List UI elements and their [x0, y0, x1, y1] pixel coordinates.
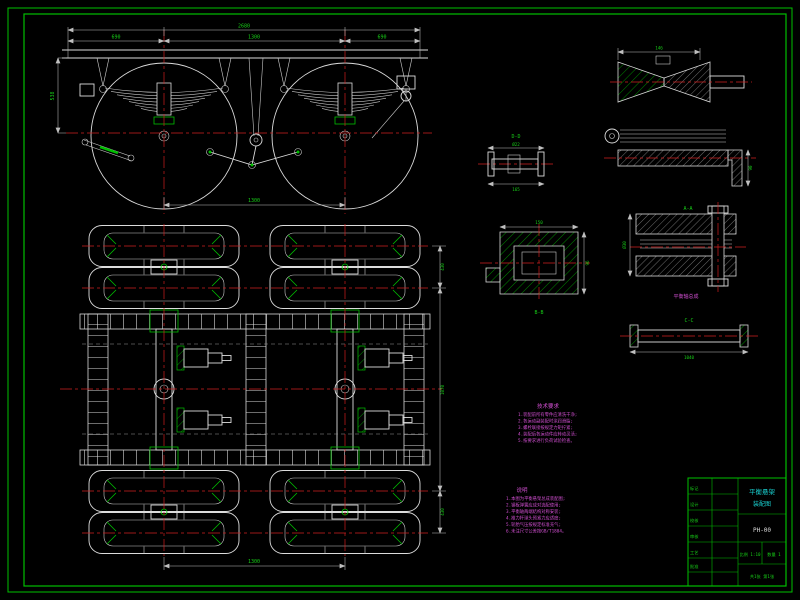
note-line: 6.未注尺寸公差按GB/T1804。 [506, 528, 566, 535]
dim-text: 1070 [440, 384, 445, 395]
note-line: 4.装配后各运动件应转动灵活; [518, 431, 577, 438]
note-line: 2.各运动副装配时涂润滑脂; [518, 418, 573, 425]
dim-text: 430 [440, 263, 445, 271]
brake-chamber [176, 407, 232, 433]
qty-cell: 数量 1 [767, 551, 781, 558]
cross-member-1 [87, 313, 109, 466]
notes-title: 技术要求 [537, 402, 560, 410]
dim-text: 165 [512, 187, 520, 192]
cross-member-3 [403, 313, 425, 466]
equalizer-hanger [248, 57, 264, 137]
dim-text: 90 [748, 165, 753, 171]
title-row-label: 校核 [690, 517, 699, 524]
drawing-number: PH-00 [753, 527, 771, 534]
title-row-label: 工艺 [690, 550, 698, 555]
dim-text: 1300 [248, 198, 260, 204]
section-label: D-D [511, 134, 520, 140]
detail-cone-section: 146 [610, 46, 752, 103]
detail-bracket-section: 150 96 B-B [480, 220, 590, 316]
notes-title: 说明 [516, 486, 528, 494]
title-row-label: 审核 [690, 533, 699, 540]
rear-bracket [371, 75, 416, 139]
drawing-name-line1: 平衡悬架 [749, 487, 776, 496]
torque-rods [206, 145, 302, 169]
dim-text: 690 [111, 35, 120, 41]
side-centerlines [66, 30, 432, 214]
note-line: 4.推力杆球头预紧力应适度; [506, 515, 561, 522]
axle-rear [336, 328, 354, 451]
front-bracket [79, 83, 95, 97]
note-line: 3.螺栓联接按规定力矩拧紧; [518, 424, 573, 431]
spring-bracket [330, 446, 360, 470]
dim-text: 150 [535, 220, 543, 225]
hidden-lines [82, 343, 428, 435]
dim-text: 96 [585, 260, 590, 266]
lower-bar [635, 255, 737, 277]
dim-text: Ø22 [512, 142, 520, 147]
title-row-label: 设计 [690, 501, 698, 508]
section-label: C-C [684, 318, 693, 324]
spring-bracket [149, 446, 179, 470]
dim-text: 430 [440, 508, 445, 516]
shock-absorber [81, 138, 135, 162]
detail-equalizer-section: A-A Ø30 平衡轴总成 [622, 202, 746, 300]
dim-text: 690 [377, 35, 386, 41]
sheet-cell: 共1张 第1张 [750, 573, 775, 580]
section-label: B-B [534, 310, 543, 316]
note-line: 2.钢板弹簧应成对选配使用; [506, 502, 561, 509]
cone-right [663, 61, 711, 103]
side-dimensions: 2680 690 1300 690 538 1300 [50, 24, 421, 209]
detail-axle-shaft: C-C 1040 [620, 318, 758, 360]
section-label: A-A [683, 206, 692, 212]
dim-text: 1300 [248, 559, 260, 565]
title-row-label: 标记 [690, 485, 699, 492]
note-line: 1.装配前所有零件应清洗干净; [518, 411, 577, 418]
notes-block-2: 说明 1.本图为平衡悬架总成装配图; 2.钢板弹簧应成对选配使用; 3.平衡轴两… [506, 486, 566, 535]
spring-eye [604, 128, 620, 144]
dim-text: 1040 [684, 355, 695, 360]
note-line: 1.本图为平衡悬架总成装配图; [506, 495, 565, 502]
notes-block-1: 技术要求 1.装配前所有零件应清洗干净; 2.各运动副装配时涂润滑脂; 3.螺栓… [518, 402, 577, 444]
note-line: 3.平衡轴两端结构对称安装; [506, 508, 561, 515]
plan-centerlines [60, 224, 442, 556]
detail-pin: D-D Ø22 165 [478, 134, 554, 192]
dim-text: 1300 [248, 35, 260, 41]
note-line: 5.轮胎气压按规定标准充气; [506, 521, 561, 528]
upper-bar [635, 213, 737, 235]
title-block: 标记 设计 校核 审核 工艺 批准 平衡悬架 装配图 PH-00 比例 1:10… [687, 477, 787, 587]
sheet-border [7, 7, 793, 593]
dim-text: Ø30 [622, 241, 627, 249]
detail-spring-eye: 90 [604, 128, 756, 187]
leaf-stack [620, 129, 726, 143]
chassis-rail [62, 49, 428, 59]
title-row-label: 批准 [690, 563, 698, 570]
dim-text: 538 [50, 91, 56, 100]
axle-front [155, 328, 173, 451]
plan-view: 430 1070 430 1300 [60, 224, 446, 570]
side-elevation-view: 2680 690 1300 690 538 1300 [50, 24, 432, 214]
dim-text: 146 [655, 46, 663, 51]
cross-member-2 [245, 313, 267, 466]
plan-dimensions: 430 1070 430 1300 [163, 245, 446, 570]
brake-chamber [176, 345, 232, 371]
detail-caption: 平衡轴总成 [673, 293, 698, 300]
drawing-name-line2: 装配图 [753, 500, 771, 508]
equalizer-pivot [249, 133, 263, 147]
note-line: 5.按要求进行负荷试验检查。 [518, 437, 575, 444]
scale-cell: 比例 1:10 [740, 551, 761, 558]
spring-hangers [96, 57, 413, 87]
dim-text: 2680 [238, 24, 250, 30]
plate-hook [727, 149, 743, 187]
